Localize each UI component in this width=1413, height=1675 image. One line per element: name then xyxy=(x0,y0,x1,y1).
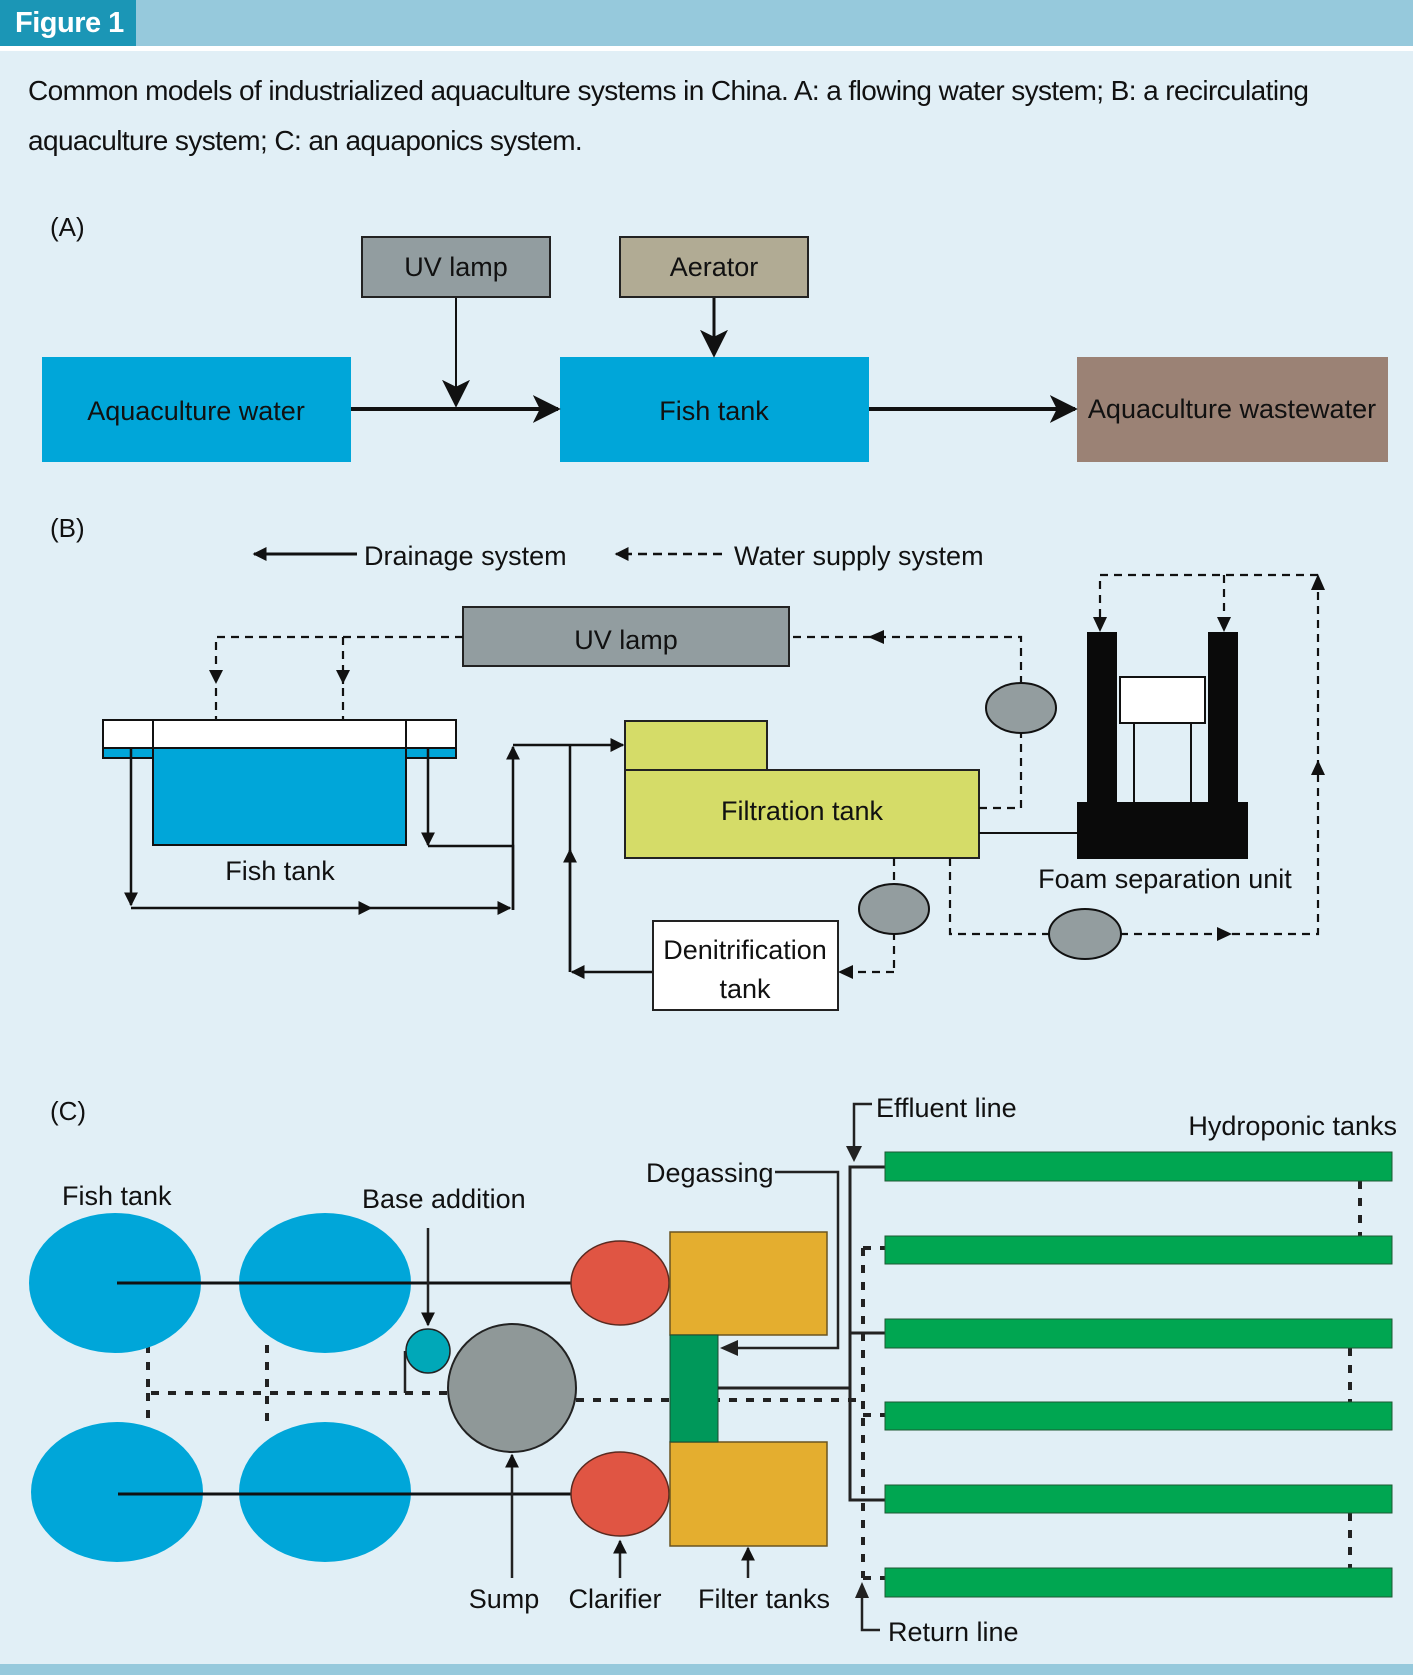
panel-a-label: (A) xyxy=(50,212,85,242)
supply-loop-foam xyxy=(948,573,1320,936)
pump-icon xyxy=(858,883,930,935)
denitrification-label-line2: tank xyxy=(719,974,771,1004)
aquaculture-water-label: Aquaculture water xyxy=(87,396,305,426)
clarifier-bottom xyxy=(570,1451,670,1537)
uv-lamp-box: UV lamp xyxy=(361,236,551,298)
effluent-line-label: Effluent line xyxy=(876,1093,1017,1123)
degassing-unit xyxy=(669,1334,719,1443)
base-addition-tank xyxy=(405,1328,451,1374)
filter-tank-bottom xyxy=(669,1441,828,1547)
pump-icon xyxy=(1048,908,1122,960)
hydroponic-tanks-label: Hydroponic tanks xyxy=(1188,1111,1397,1141)
filtration-tank-label: Filtration tank xyxy=(721,796,884,826)
supply-arrowhead xyxy=(209,670,223,684)
clarifier-label: Clarifier xyxy=(568,1584,661,1614)
aerator-box: Aerator xyxy=(619,236,809,298)
legend-water-supply-label: Water supply system xyxy=(734,541,984,571)
aquaculture-wastewater-label: Aquaculture wastewater xyxy=(1088,394,1376,424)
effluent-arrowhead xyxy=(846,1146,862,1162)
fish-tank-label: Fish tank xyxy=(659,396,769,426)
filtration-tank: Filtration tank xyxy=(624,720,980,859)
foam-separation-unit: Foam separation unit xyxy=(1038,632,1292,894)
filter-tanks-label: Filter tanks xyxy=(698,1584,830,1614)
drainage-lines xyxy=(124,738,653,979)
hydroponic-tank xyxy=(884,1151,1393,1182)
hydroponic-tank xyxy=(884,1401,1393,1431)
base-addition-label: Base addition xyxy=(362,1184,526,1214)
aerator-label: Aerator xyxy=(670,252,759,282)
supply-arrowhead xyxy=(838,965,853,979)
supply-line-to-uv xyxy=(789,635,1023,974)
filter-tank-top xyxy=(669,1231,828,1336)
return-arrowhead xyxy=(855,1582,869,1598)
supply-arrowhead xyxy=(336,670,350,684)
panel-b-label: (B) xyxy=(50,513,85,543)
uv-lamp-label: UV lamp xyxy=(404,252,508,282)
legend: Drainage system Water supply system xyxy=(252,541,984,571)
supply-arrowhead xyxy=(1217,927,1232,941)
footer-bar xyxy=(0,1664,1413,1675)
fish-tank-c-3 xyxy=(31,1422,203,1562)
supply-arrowhead xyxy=(1093,617,1107,632)
supply-lines-to-fish-tank xyxy=(214,635,463,720)
supply-arrowhead xyxy=(1311,574,1325,590)
hydroponic-tank xyxy=(884,1235,1393,1265)
pump-icon xyxy=(985,682,1057,734)
figure-label: Figure 1 xyxy=(0,0,136,46)
clarifier-top xyxy=(570,1240,670,1326)
denitrification-tank: Denitrification tank xyxy=(652,920,839,1011)
effluent-pointer-line xyxy=(852,1102,872,1146)
fish-tank-b: Fish tank xyxy=(102,719,457,886)
supply-arrowhead xyxy=(1217,617,1231,632)
fish-tank-c-label: Fish tank xyxy=(62,1181,172,1211)
hydroponic-tank xyxy=(884,1484,1393,1514)
sump-label: Sump xyxy=(469,1584,540,1614)
uv-lamp-box-b: UV lamp xyxy=(462,606,790,667)
degassing-pointer-line xyxy=(736,1170,840,1350)
aquaculture-wastewater-box: Aquaculture wastewater xyxy=(1077,357,1388,462)
denitrification-label-line1: Denitrification xyxy=(663,935,827,965)
figure-caption: Common models of industrialized aquacult… xyxy=(28,75,1309,156)
hydroponic-tank xyxy=(884,1318,1393,1349)
header-bar xyxy=(0,0,1413,46)
uv-lamp-b-label: UV lamp xyxy=(574,625,678,655)
legend-drainage-label: Drainage system xyxy=(364,541,567,571)
sump xyxy=(447,1323,577,1453)
return-pointer-line xyxy=(860,1598,880,1632)
supply-arrowhead xyxy=(868,630,884,644)
hydroponic-tank xyxy=(884,1567,1393,1598)
aquaculture-water-box: Aquaculture water xyxy=(42,357,351,462)
panel-c: (C) Fish tank Base addition Degassing Ef… xyxy=(29,1093,1397,1647)
supply-arrowhead xyxy=(1311,760,1325,775)
degassing-label: Degassing xyxy=(646,1158,774,1188)
panel-c-label: (C) xyxy=(50,1096,86,1126)
fish-tank-box: Fish tank xyxy=(560,357,869,462)
return-line-label: Return line xyxy=(888,1617,1019,1647)
foam-unit-label: Foam separation unit xyxy=(1038,864,1292,894)
fish-tank-c-1 xyxy=(29,1213,201,1353)
panel-b: (B) Drainage system Water supply system … xyxy=(50,513,1325,1011)
fish-tank-b-label: Fish tank xyxy=(225,856,335,886)
header-divider xyxy=(0,46,1413,51)
fish-tank-c-4 xyxy=(239,1422,411,1562)
effluent-distribution-line xyxy=(718,1165,885,1502)
degassing-arrowhead xyxy=(720,1340,738,1356)
panel-a: (A) UV lamp Aerator Aquaculture water Fi… xyxy=(42,212,1388,462)
